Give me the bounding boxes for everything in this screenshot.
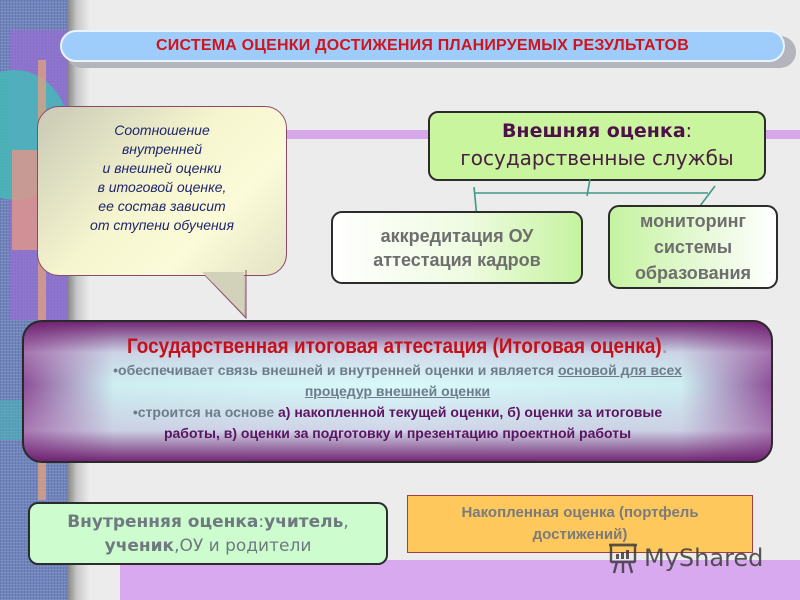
bullet-1-underlined-a: основой для всех bbox=[557, 362, 682, 378]
internal-teacher: учитель bbox=[264, 511, 344, 532]
internal-title: Внутренняя оценка bbox=[67, 511, 259, 532]
internal-comma: , bbox=[343, 511, 349, 532]
portfolio-line1: Накопленная оценка (портфель bbox=[461, 504, 699, 521]
final-colon: : bbox=[661, 335, 668, 358]
decor-orange-stripe bbox=[38, 60, 46, 500]
presentation-board-icon bbox=[609, 543, 637, 574]
internal-line1: Внутренняя оценка:учитель, bbox=[67, 510, 349, 534]
monitoring-line1: мониторинг bbox=[639, 211, 746, 231]
bullet-2-lead: •строится на основе bbox=[132, 404, 279, 420]
external-assessment-box: Внешняя оценка: государственные службы bbox=[428, 111, 766, 181]
accreditation-line1: аккредитация ОУ bbox=[380, 225, 534, 246]
external-title: Внешняя оценка bbox=[501, 120, 686, 142]
external-colon: : bbox=[685, 120, 693, 142]
portfolio-line2: достижений) bbox=[532, 526, 628, 543]
portfolio-box: Накопленная оценка (портфель достижений) bbox=[407, 495, 753, 553]
internal-sep: : bbox=[258, 511, 265, 532]
slide-title: СИСТЕМА ОЦЕНКИ ДОСТИЖЕНИЯ ПЛАНИРУЕМЫХ РЕ… bbox=[60, 30, 785, 62]
internal-line2: ученик,ОУ и родители bbox=[105, 534, 312, 558]
decorative-band-bottom bbox=[120, 560, 800, 600]
monitoring-box: мониторинг системы образования bbox=[608, 205, 778, 289]
bullet-2: •строится на основе а) накопленной текущ… bbox=[24, 402, 771, 423]
external-subtitle: государственные службы bbox=[460, 146, 734, 170]
final-title-row: Государственная итоговая аттестация (Ито… bbox=[61, 334, 733, 360]
final-title: Государственная итоговая аттестация (Ито… bbox=[127, 335, 662, 358]
speech-bubble: Соотношение внутренней и внешней оценки … bbox=[37, 106, 287, 276]
internal-student: ученик bbox=[104, 535, 175, 556]
bullet-2-cont: работы, в) оценки за подготовку и презен… bbox=[163, 425, 632, 441]
internal-assessment-box: Внутренняя оценка:учитель, ученик,ОУ и р… bbox=[28, 502, 388, 565]
bubble-text: Соотношение внутренней и внешней оценки … bbox=[90, 122, 234, 233]
bullet-1-underlined-b: процедур внешней оценки bbox=[304, 383, 491, 399]
bullet-2-items: а) накопленной текущей оценки, б) оценки… bbox=[278, 404, 663, 420]
bullet-1-text: •обеспечивает связь внешней и внутренней… bbox=[113, 362, 558, 378]
watermark: MyShared bbox=[608, 540, 763, 576]
monitoring-line3: образования bbox=[634, 263, 752, 283]
monitoring-line2: системы bbox=[653, 237, 733, 257]
final-attestation-box: Государственная итоговая аттестация (Ито… bbox=[22, 320, 773, 463]
accreditation-box: аккредитация ОУ аттестация кадров bbox=[331, 211, 583, 284]
bullet-1-cont: процедур внешней оценки bbox=[24, 381, 771, 402]
bullet-1: •обеспечивает связь внешней и внутренней… bbox=[24, 360, 771, 381]
accreditation-line2: аттестация кадров bbox=[373, 249, 541, 270]
watermark-text: MyShared bbox=[644, 544, 764, 572]
internal-rest: ,ОУ и родители bbox=[174, 535, 312, 556]
